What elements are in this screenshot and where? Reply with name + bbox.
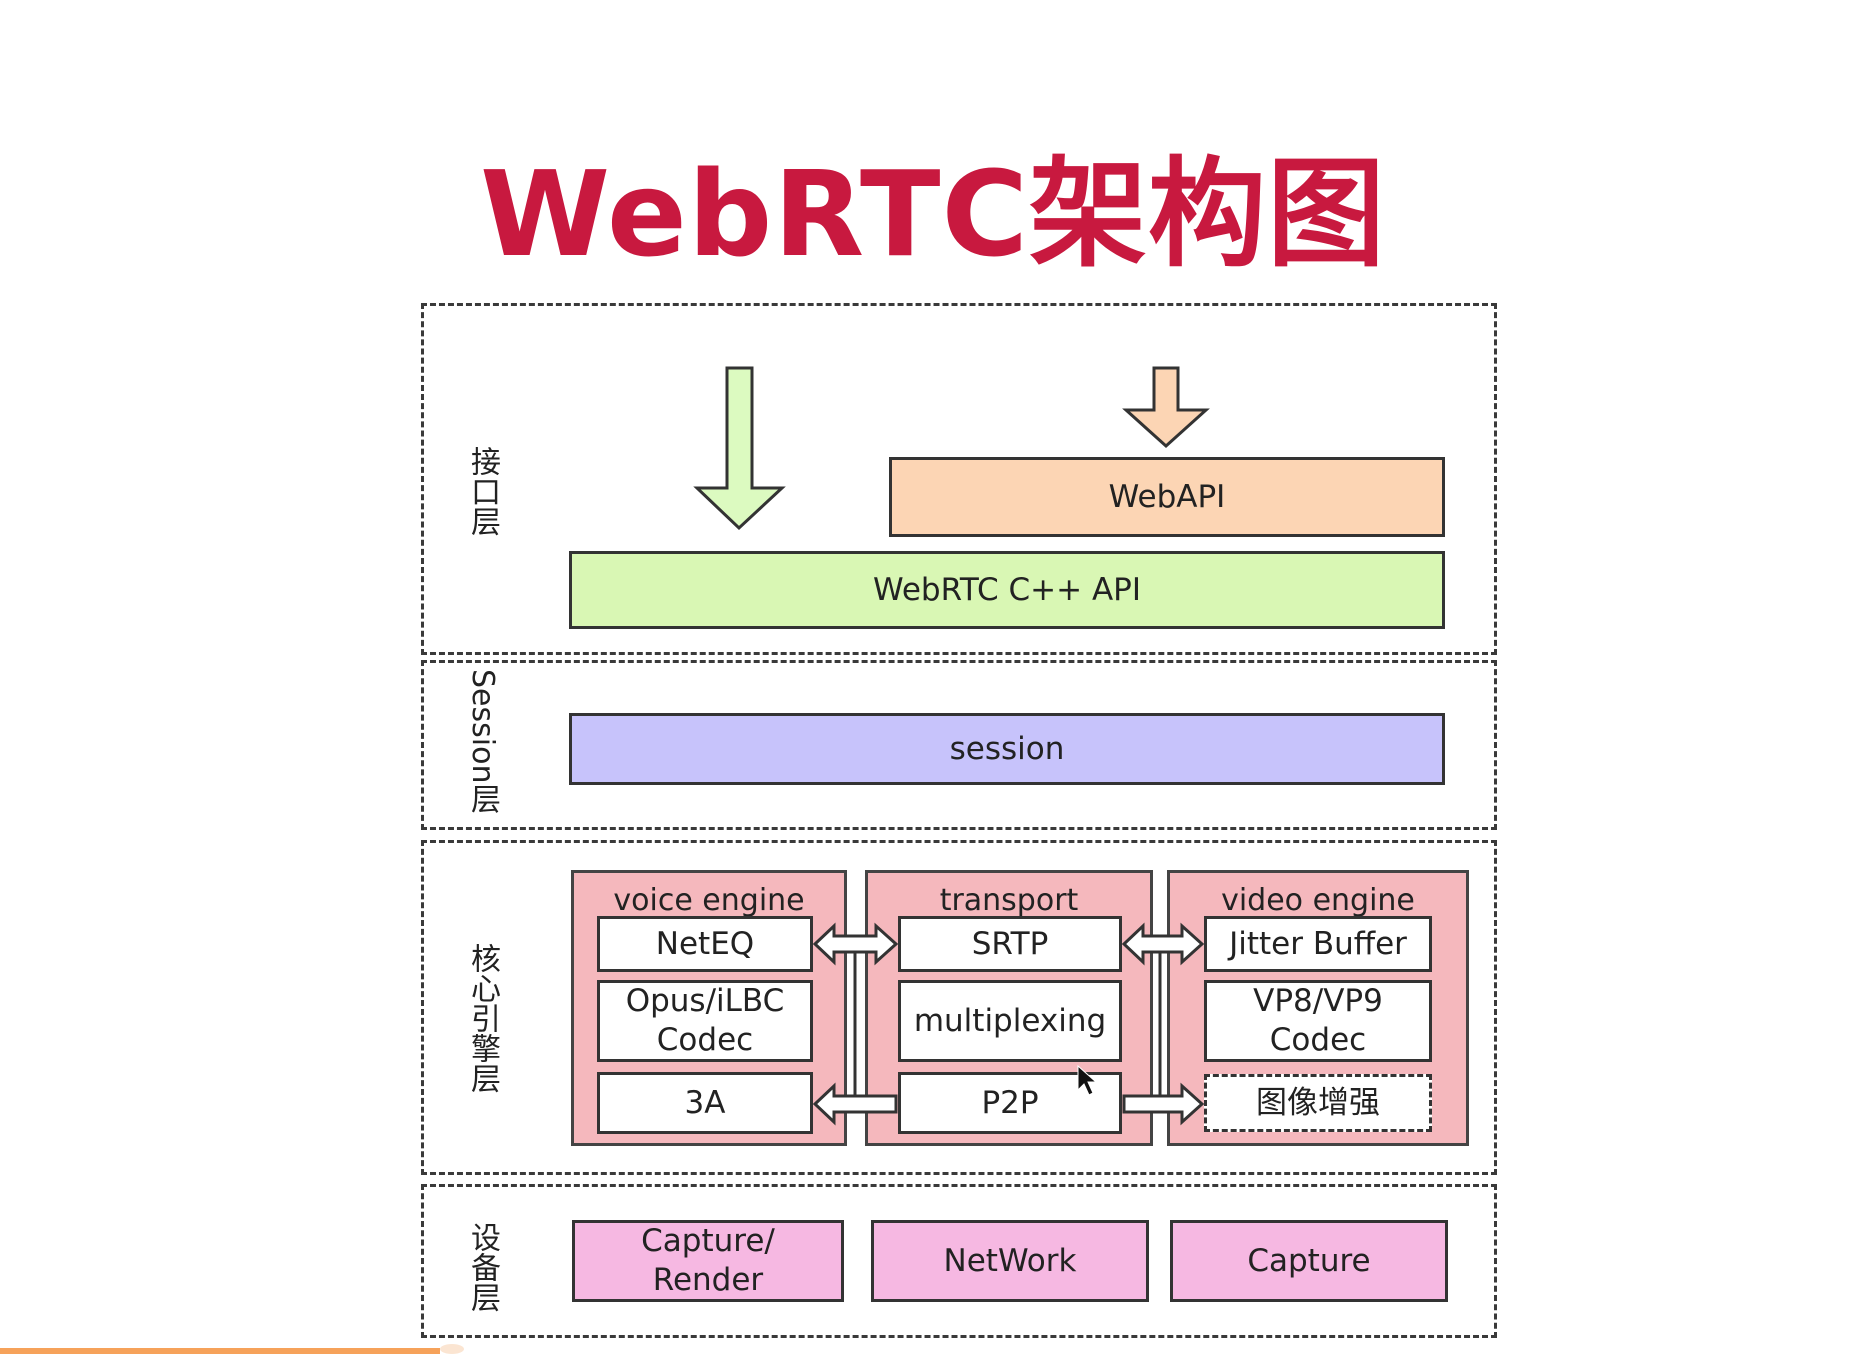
capture-box: Capture [1170, 1220, 1448, 1302]
neteq-srtp-double-arrow [812, 922, 899, 966]
3a-box: 3A [597, 1072, 813, 1134]
opus-ilbc-codec-box: Opus/iLBC Codec [597, 980, 813, 1062]
vp8-vp9-codec-box: VP8/VP9 Codec [1204, 980, 1432, 1062]
progress-bar [0, 1348, 440, 1354]
core-engine-layer: 核心引擎层 [421, 840, 1497, 1175]
neteq-box: NetEQ [597, 916, 813, 972]
orange-down-arrow [1122, 366, 1210, 449]
srtp-box: SRTP [898, 916, 1122, 972]
session-layer: Session层 [421, 660, 1497, 830]
session-layer-label: Session层 [465, 669, 500, 814]
webrtc-cpp-api-box: WebRTC C++ API [569, 551, 1445, 629]
interface-layer: 接口层 [421, 303, 1497, 655]
core-engine-layer-label: 核心引擎层 [465, 943, 500, 1093]
capture-render-box: Capture/ Render [572, 1220, 844, 1302]
jitter-buffer-box: Jitter Buffer [1204, 916, 1432, 972]
green-down-arrow [693, 366, 786, 531]
multiplexing-box: multiplexing [898, 980, 1122, 1062]
transport-title: transport [939, 883, 1079, 918]
mouse-cursor-icon [1077, 1064, 1098, 1096]
page-title: WebRTC架构图 [479, 145, 1387, 283]
interface-layer-label: 接口层 [465, 446, 500, 536]
webapi-box: WebAPI [889, 457, 1445, 537]
progress-bar-handle [440, 1344, 464, 1354]
device-layer: 设备层 [421, 1184, 1497, 1338]
image-enhancement-box: 图像增强 [1204, 1074, 1432, 1132]
network-box: NetWork [871, 1220, 1149, 1302]
srtp-jitter-double-arrow [1121, 922, 1205, 966]
voice-engine-title: voice engine [613, 883, 805, 918]
p2p-to-3a-arrow [812, 1082, 898, 1126]
video-engine-title: video engine [1221, 883, 1415, 918]
device-layer-label: 设备层 [465, 1222, 500, 1312]
p2p-to-image-enhancement-arrow [1122, 1082, 1205, 1126]
session-box: session [569, 713, 1445, 785]
p2p-box: P2P [898, 1072, 1122, 1134]
